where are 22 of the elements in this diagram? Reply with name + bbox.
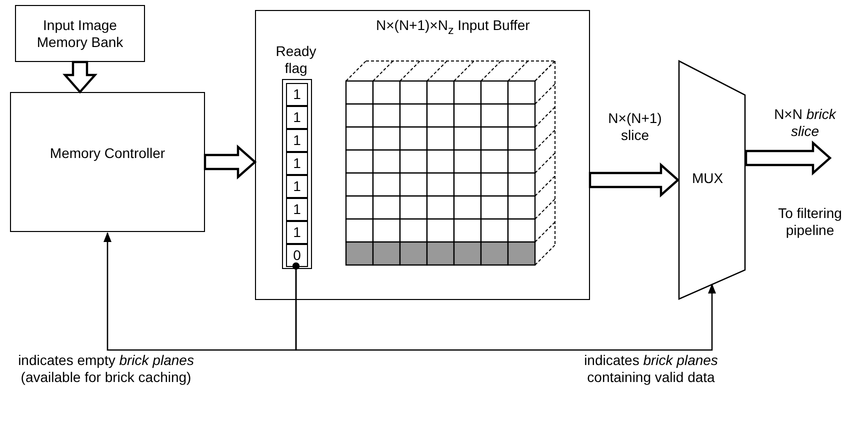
buffer-box: [255, 10, 590, 300]
block-arrow: [62, 60, 98, 94]
memory-bank-box: [15, 5, 145, 62]
block-arrow: [588, 162, 680, 198]
flag-value: 1: [286, 106, 308, 129]
controller-box: [10, 92, 205, 232]
block-arrow: [204, 144, 257, 180]
note-text: To filtering pipeline: [777, 205, 843, 239]
flag-value: 1: [286, 198, 308, 221]
flag-value: 1: [286, 221, 308, 244]
box-label: Input Image Memory Bank: [36, 16, 124, 50]
column-heading: Ready flag: [274, 43, 318, 77]
flag-value: 1: [286, 175, 308, 198]
block-arrow: [744, 140, 832, 176]
box-label: Memory Controller: [48, 145, 166, 162]
flag-value: 1: [286, 83, 308, 106]
flag-value: 1: [286, 152, 308, 175]
box-label: N×(N+1)×N$_{z}$ Input Buffer: [376, 17, 530, 39]
flag-value: 0: [286, 244, 308, 267]
flag-value: 1: [286, 129, 308, 152]
mux-label: MUX: [692, 170, 724, 187]
signal-arrow: [292, 262, 716, 351]
